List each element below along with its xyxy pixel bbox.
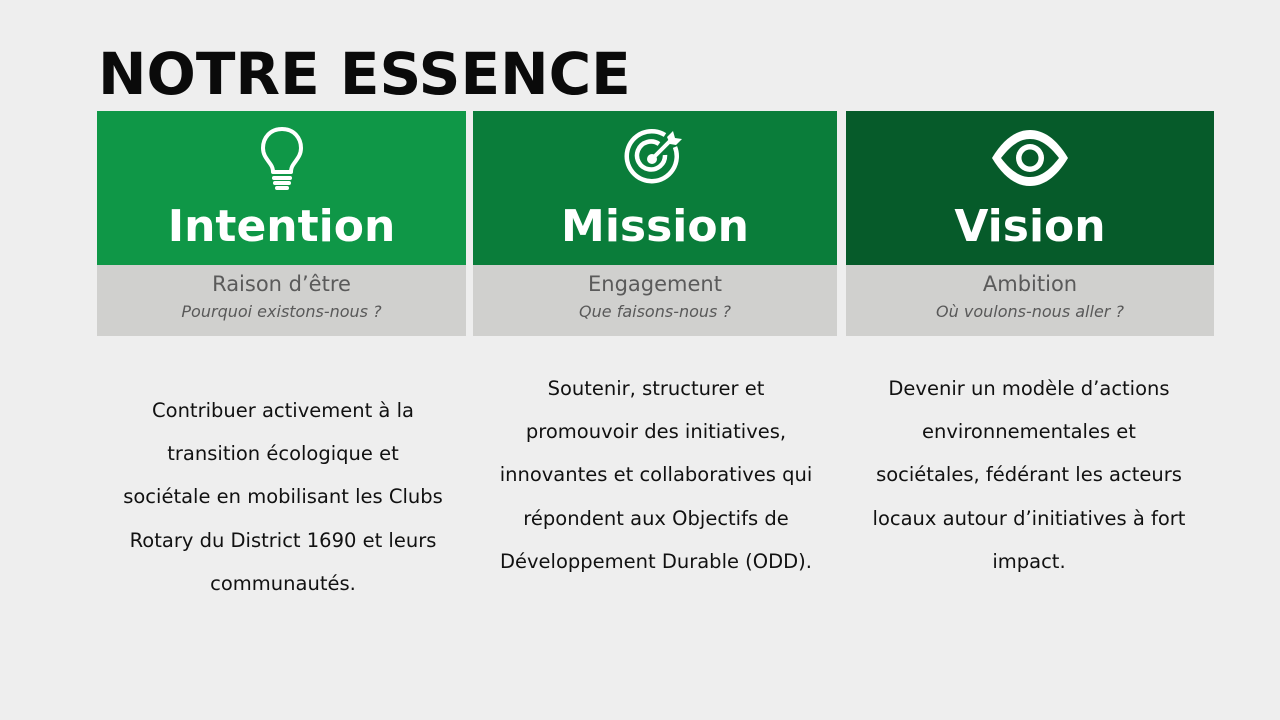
- eye-icon: [992, 130, 1068, 186]
- intention-header: Intention: [97, 111, 466, 265]
- intention-question: Pourquoi existons-nous ?: [181, 302, 382, 321]
- vision-description: Devenir un modèle d’actions environnemen…: [872, 377, 1186, 573]
- vision-subtitle: Ambition: [982, 272, 1078, 296]
- vision-column: Vision Ambition Où voulons-nous aller ?: [846, 111, 1214, 336]
- vision-header: Vision: [846, 111, 1214, 265]
- mission-description: Soutenir, structurer et promouvoir des i…: [499, 377, 813, 573]
- intention-subtitle-band: Raison d’être Pourquoi existons-nous ?: [97, 265, 466, 336]
- vision-heading: Vision: [954, 201, 1106, 252]
- target-icon: [624, 128, 682, 184]
- lightbulb-icon: [260, 127, 303, 190]
- intention-column: Intention Raison d’être Pourquoi existon…: [97, 111, 466, 336]
- page-title: NOTRE ESSENCE: [98, 40, 631, 108]
- intention-subtitle: Raison d’être: [212, 272, 351, 296]
- vision-subtitle-band: Ambition Où voulons-nous aller ?: [846, 265, 1214, 336]
- intention-heading: Intention: [167, 201, 396, 252]
- mission-header: Mission: [473, 111, 837, 265]
- mission-subtitle-band: Engagement Que faisons-nous ?: [473, 265, 837, 336]
- mission-question: Que faisons-nous ?: [579, 302, 731, 321]
- mission-heading: Mission: [561, 201, 749, 252]
- intention-description: Contribuer activement à la transition éc…: [123, 399, 443, 595]
- mission-subtitle: Engagement: [588, 272, 722, 296]
- vision-question: Où voulons-nous aller ?: [936, 302, 1124, 321]
- mission-column: Mission Engagement Que faisons-nous ?: [473, 111, 837, 336]
